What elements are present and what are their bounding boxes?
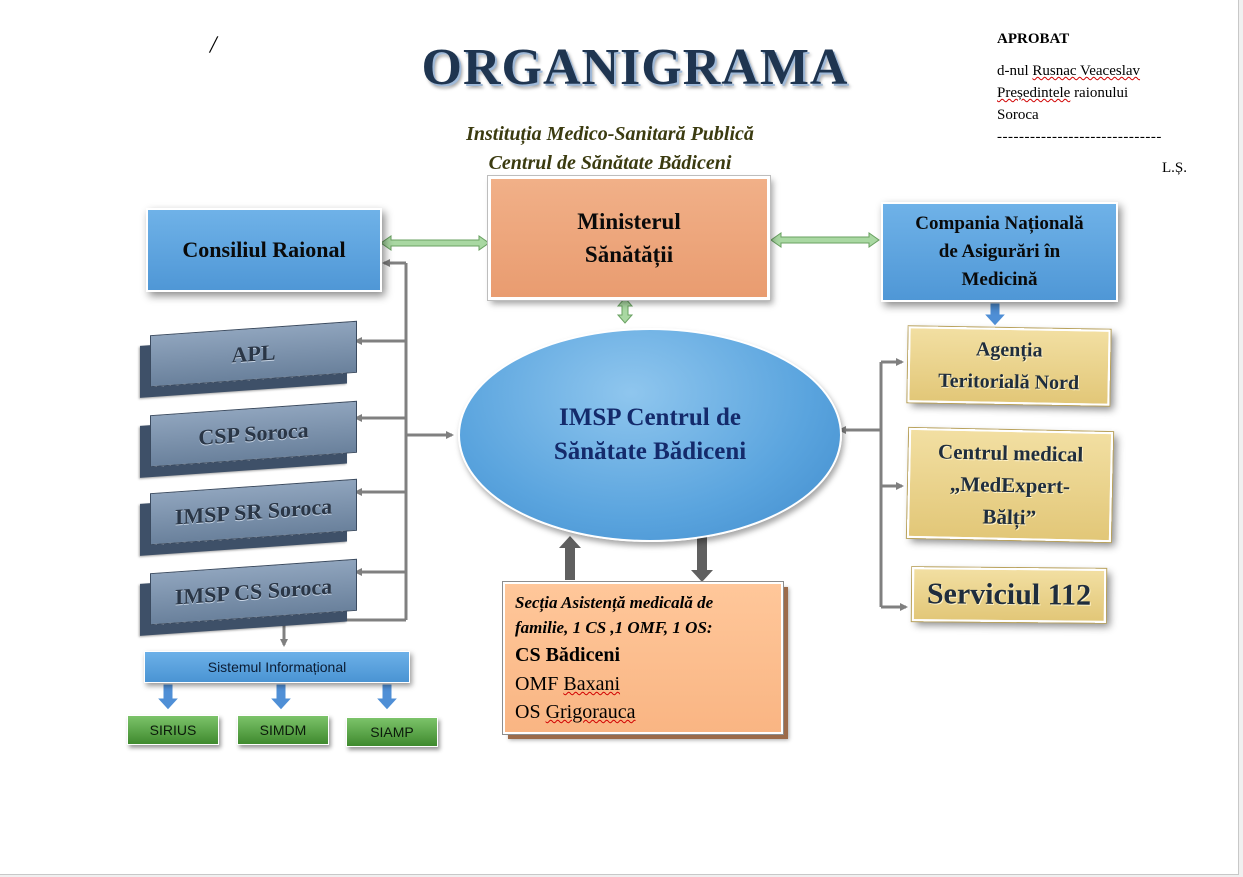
approver-name-text: Rusnac Veaceslav [1032,63,1141,79]
approval-heading: APROBAT [997,31,1070,47]
node-simdm: SIMDM [237,715,329,745]
signature-line: ------------------------------ [997,129,1162,145]
node-sistemul-informational: Sistemul Informațional [144,651,410,683]
node-ministerul-sanatatii: Ministerul Sănătății [488,176,770,300]
node-consiliul-raional: Consiliul Raional [146,208,382,292]
approver-role-word: Președintele [997,85,1071,101]
approver-name: d-nul Rusnac Veaceslav [997,60,1197,82]
node-serviciul-112: Serviciul 112 [911,567,1107,623]
agentia-line-1: Agenția [975,338,1043,362]
approver-district: Soroca [997,107,1039,123]
os-prefix: OS [515,701,546,723]
compania-line-2: de Asigurări în [938,241,1061,262]
center-line-2: Sănătate Bădiceni [553,438,747,465]
omf-prefix: OMF [515,673,564,695]
page-subtitle: Instituția Medico-Sanitară Publică Centr… [400,120,820,178]
arrow-center-to-sectia [691,537,713,582]
node-sirius: SIRIUS [127,715,219,745]
medexpert-line-2: „MedExpert- [949,471,1071,499]
node-agentia-teritoriala: Agenția Teritorială Nord [907,326,1111,406]
sectia-omf: OMF Baxani [515,670,771,698]
arrow-compania-to-agentia [982,302,1008,327]
approval-block: APROBAT d-nul Rusnac Veaceslav Președint… [997,28,1197,148]
medexpert-line-3: Bălți” [982,504,1037,530]
arrow-sectia-to-center [559,536,581,580]
node-centrul-medical-medexpert: Centrul medical „MedExpert- Bălți” [906,427,1114,543]
compania-line-1: Compania Națională [915,213,1084,234]
sectia-line-2: familie, 1 CS ,1 OMF, 1 OS: [515,618,713,637]
sectia-line-1: Secția Asistență medicală de [515,593,714,612]
sectia-os: OS Grigorauca [515,698,771,726]
node-sectia-asistenta: Secția Asistență medicală de familie, 1 … [503,582,783,734]
center-line-1: IMSP Centrul de [559,404,741,431]
double-arrow-consiliu-minister [380,235,490,251]
approver-role: Președintele raionului [997,82,1197,104]
os-name: Grigorauca [545,701,636,723]
omf-name: Baxani [563,673,621,695]
node-compania-nationala: Compania Națională de Asigurări în Medic… [881,202,1118,302]
stamp-placeholder: L.Ș. [1162,160,1188,176]
node-imsp-centrul-de-sanatate: IMSP Centrul de Sănătate Bădiceni [458,328,842,542]
double-arrow-minister-center [616,297,634,324]
compania-line-3: Medicină [961,269,1038,290]
subtitle-line-2: Centrul de Sănătate Bădiceni [488,152,732,174]
approver-role-rest: raionului [1070,85,1129,101]
minister-line-1: Ministerul [577,209,681,234]
arrow-to-simdm [268,683,294,711]
agentia-line-2: Teritorială Nord [938,369,1080,395]
page-title: ORGANIGRAMA [421,39,849,96]
double-arrow-minister-compania [770,232,880,248]
arrow-to-siamp [374,683,400,711]
sectia-cs: CS Bădiceni [515,644,621,666]
arrow-to-sirius [155,683,181,711]
subtitle-line-1: Instituția Medico-Sanitară Publică [466,123,754,145]
medexpert-line-1: Centrul medical [937,439,1084,467]
minister-line-2: Sănătății [584,242,674,267]
node-siamp: SIAMP [346,717,438,747]
approver-prefix: d-nul [997,63,1033,79]
